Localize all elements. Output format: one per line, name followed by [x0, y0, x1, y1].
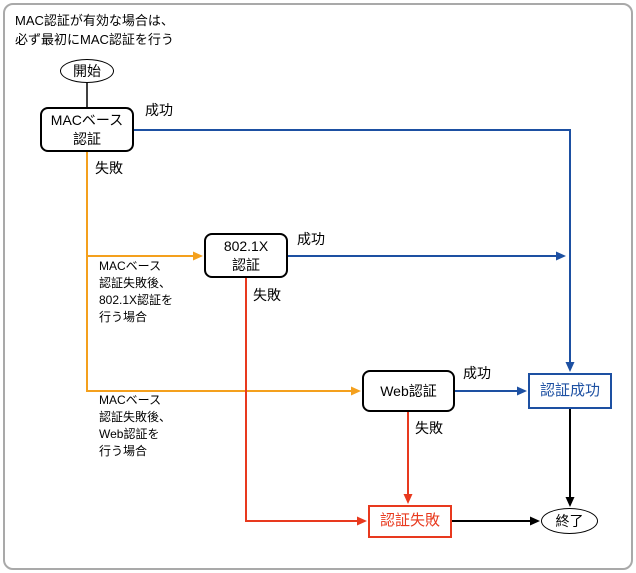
node-end: 終了	[541, 508, 598, 534]
edge-web-fail	[403, 412, 413, 504]
label-mac-success: 成功	[145, 102, 173, 118]
edge-dot1x-fail	[245, 278, 367, 526]
top-note: MAC認証が有効な場合は、 必ず最初にMAC認証を行う	[15, 13, 174, 47]
annotation-branch-web: MACベース 認証失敗後、 Web認証を 行う場合	[99, 393, 172, 458]
annotation-branch-8021x: MACベース 認証失敗後、 802.1X認証を 行う場合	[99, 259, 174, 324]
label-dot1x-success: 成功	[297, 231, 325, 247]
edge-web-success	[455, 386, 527, 396]
edge-mac-fail	[86, 152, 361, 396]
edge-success-to-end	[565, 409, 575, 507]
label-mac-fail: 失敗	[95, 160, 123, 176]
node-web-auth: Web認証	[362, 370, 455, 412]
edge-dot1x-success	[288, 251, 566, 261]
node-8021x-auth: 802.1X 認証	[204, 233, 288, 278]
node-mac-auth: MACベース 認証	[40, 107, 134, 152]
node-auth-success: 認証成功	[528, 373, 612, 409]
edge-fail-to-end	[452, 516, 540, 526]
edge-mac-success	[134, 129, 575, 372]
label-web-fail: 失敗	[415, 420, 443, 436]
label-web-success: 成功	[463, 365, 491, 381]
node-auth-fail: 認証失敗	[368, 505, 452, 538]
label-dot1x-fail: 失敗	[253, 287, 281, 303]
node-start: 開始	[60, 59, 114, 83]
